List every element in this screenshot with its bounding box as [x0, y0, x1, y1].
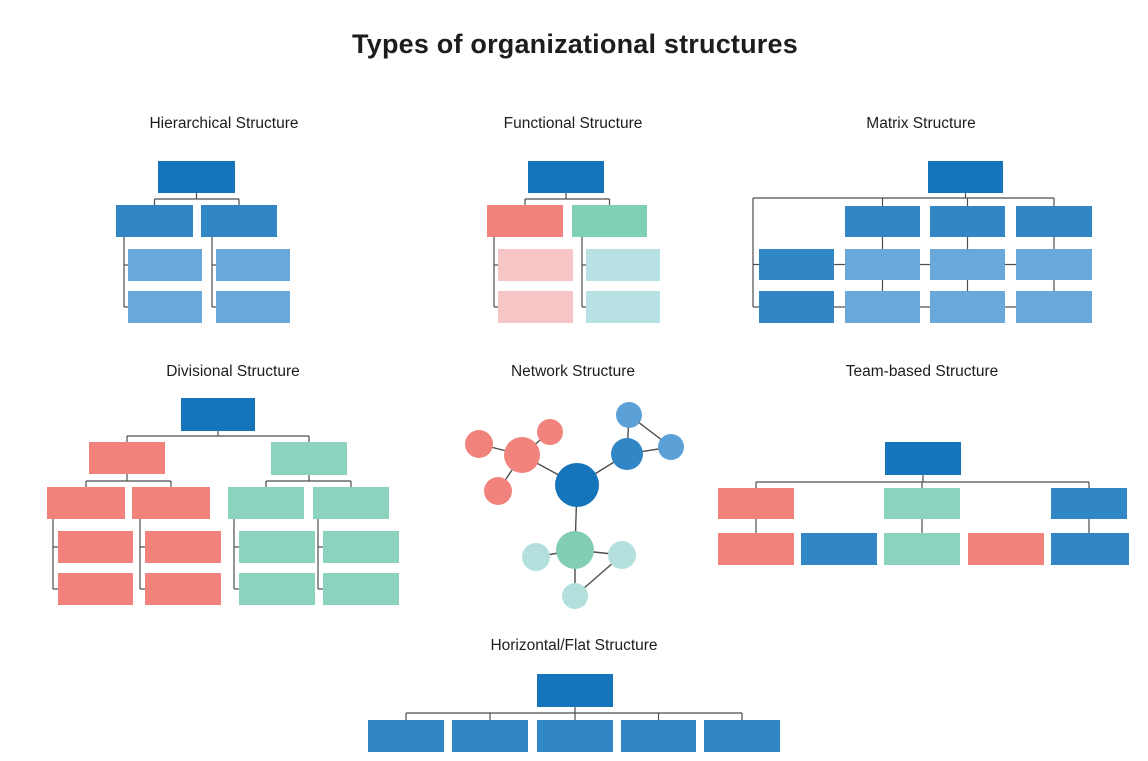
- hierarchical-level2-box-2: [201, 205, 277, 237]
- title-matrix: Matrix Structure: [866, 115, 976, 132]
- functional-function-b-head: [572, 205, 647, 237]
- title-hierarchical: Hierarchical Structure: [149, 115, 299, 132]
- functional-function-a-head: [487, 205, 563, 237]
- hierarchical-level1-box: [158, 161, 235, 193]
- title-functional: Functional Structure: [503, 115, 643, 132]
- team-based-team-lead-1: [718, 488, 794, 519]
- matrix-column-header-1: [845, 206, 920, 237]
- divisional-division-a-dept-1: [47, 487, 125, 519]
- network-hub-teal: [556, 531, 594, 569]
- title-network: Network Structure: [510, 363, 636, 380]
- divisional-division-b-dept-1: [228, 487, 304, 519]
- network-node-salmon-2: [465, 430, 493, 458]
- matrix-cell-2-2: [930, 291, 1005, 323]
- network-hub-blue: [611, 438, 643, 470]
- team-based-team-member-1: [718, 533, 794, 565]
- hierarchical-level3-box-2: [128, 291, 202, 323]
- matrix-cell-1-3: [1016, 249, 1092, 280]
- team-based-team-member-5: [1051, 533, 1129, 565]
- divisional-division-b-team-1: [239, 531, 315, 563]
- functional-level1-box: [528, 161, 604, 193]
- horizontal-flat-worker-box-3: [537, 720, 613, 752]
- team-based-top-box: [885, 442, 961, 475]
- divisional-division-b-team-2: [239, 573, 315, 605]
- network-node-blue-1: [616, 402, 642, 428]
- horizontal-flat-worker-box-4: [621, 720, 696, 752]
- functional-function-b-sub-1: [586, 249, 660, 281]
- divisional-division-b-team-3: [323, 531, 399, 563]
- divisional-division-a-team-1: [58, 531, 133, 563]
- network-hub-central: [555, 463, 599, 507]
- network-node-teal-1: [522, 543, 550, 571]
- network-node-salmon-1: [537, 419, 563, 445]
- divisional-level1-box: [181, 398, 255, 431]
- team-based-team-member-2: [801, 533, 877, 565]
- horizontal-flat-worker-box-2: [452, 720, 528, 752]
- network-node-teal-2: [608, 541, 636, 569]
- divisional-division-b-head: [271, 442, 347, 475]
- matrix-column-header-3: [1016, 206, 1092, 237]
- horizontal-flat-worker-box-1: [368, 720, 444, 752]
- functional-function-a-sub-2: [498, 291, 573, 323]
- divisional-division-b-dept-2: [313, 487, 389, 519]
- divisional-division-a-team-4: [145, 573, 221, 605]
- matrix-column-header-2: [930, 206, 1005, 237]
- page-title: Types of organizational structures: [352, 29, 798, 59]
- matrix-row-header-1: [759, 249, 834, 280]
- divisional-division-a-head: [89, 442, 165, 474]
- divisional-division-a-team-3: [145, 531, 221, 563]
- network-hub-salmon: [504, 437, 540, 473]
- matrix-row-header-2: [759, 291, 834, 323]
- functional-function-b-sub-2: [586, 291, 660, 323]
- divisional-division-a-team-2: [58, 573, 133, 605]
- divisional-division-b-team-4: [323, 573, 399, 605]
- horizontal-flat-top-box: [537, 674, 613, 707]
- title-horizontal-flat: Horizontal/Flat Structure: [490, 637, 658, 654]
- team-based-team-member-3: [884, 533, 960, 565]
- matrix-cell-1-2: [930, 249, 1005, 280]
- divisional-division-a-dept-2: [132, 487, 210, 519]
- network-node-blue-2: [658, 434, 684, 460]
- hierarchical-level3-box-3: [216, 249, 290, 281]
- hierarchical-level3-box-4: [216, 291, 290, 323]
- functional-function-a-sub-1: [498, 249, 573, 281]
- team-based-team-lead-3: [1051, 488, 1127, 519]
- matrix-top-box: [928, 161, 1003, 193]
- horizontal-flat-worker-box-5: [704, 720, 780, 752]
- network-node-teal-3: [562, 583, 588, 609]
- title-divisional: Divisional Structure: [166, 363, 300, 380]
- title-team-based: Team-based Structure: [845, 363, 999, 380]
- network-node-salmon-3: [484, 477, 512, 505]
- hierarchical-level2-box-1: [116, 205, 193, 237]
- matrix-cell-2-3: [1016, 291, 1092, 323]
- team-based-team-member-4: [968, 533, 1044, 565]
- hierarchical-level3-box-1: [128, 249, 202, 281]
- matrix-cell-2-1: [845, 291, 920, 323]
- matrix-cell-1-1: [845, 249, 920, 280]
- team-based-team-lead-2: [884, 488, 960, 519]
